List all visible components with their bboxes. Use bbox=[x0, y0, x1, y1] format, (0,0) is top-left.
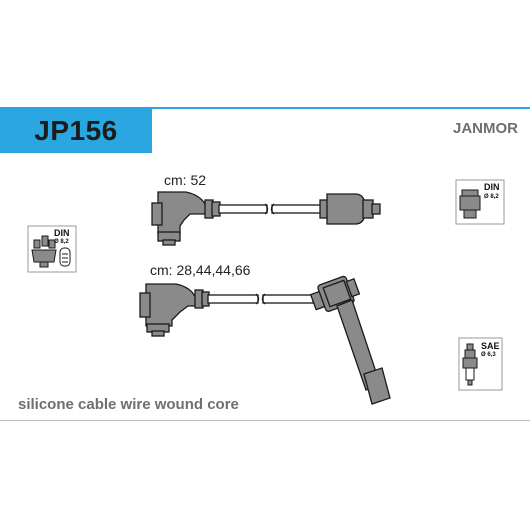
din-badge-right bbox=[455, 179, 505, 225]
product-code: JP156 bbox=[34, 115, 118, 146]
cable-length-multi: cm: 28,44,44,66 bbox=[150, 262, 251, 278]
din-right-value: Ø 8,2 bbox=[484, 194, 499, 200]
spark-plug-icon bbox=[462, 343, 478, 386]
sae-badge-right bbox=[458, 337, 503, 391]
sae-right-value: Ø 6,3 bbox=[481, 352, 496, 358]
din-badge-left bbox=[27, 225, 77, 273]
distributor-cap-icon bbox=[31, 235, 57, 268]
cable-length-single: cm: 52 bbox=[164, 172, 207, 188]
bottom-cable-assembly bbox=[139, 275, 391, 405]
header-accent-line bbox=[0, 107, 530, 109]
product-caption: silicone cable wire wound core bbox=[18, 396, 239, 413]
coil-connector-icon bbox=[459, 189, 481, 219]
din-right-title: DIN bbox=[484, 182, 500, 192]
sae-right-title: SAE bbox=[481, 341, 500, 351]
product-code-box: JP156 bbox=[0, 109, 152, 153]
din-left-value: Ø 8,2 bbox=[54, 239, 69, 245]
brand-name: JANMOR bbox=[452, 120, 518, 137]
top-cable-assembly bbox=[151, 191, 381, 246]
footer-divider bbox=[0, 420, 530, 421]
terminal-icon bbox=[59, 247, 71, 267]
din-left-title: DIN bbox=[54, 228, 70, 238]
